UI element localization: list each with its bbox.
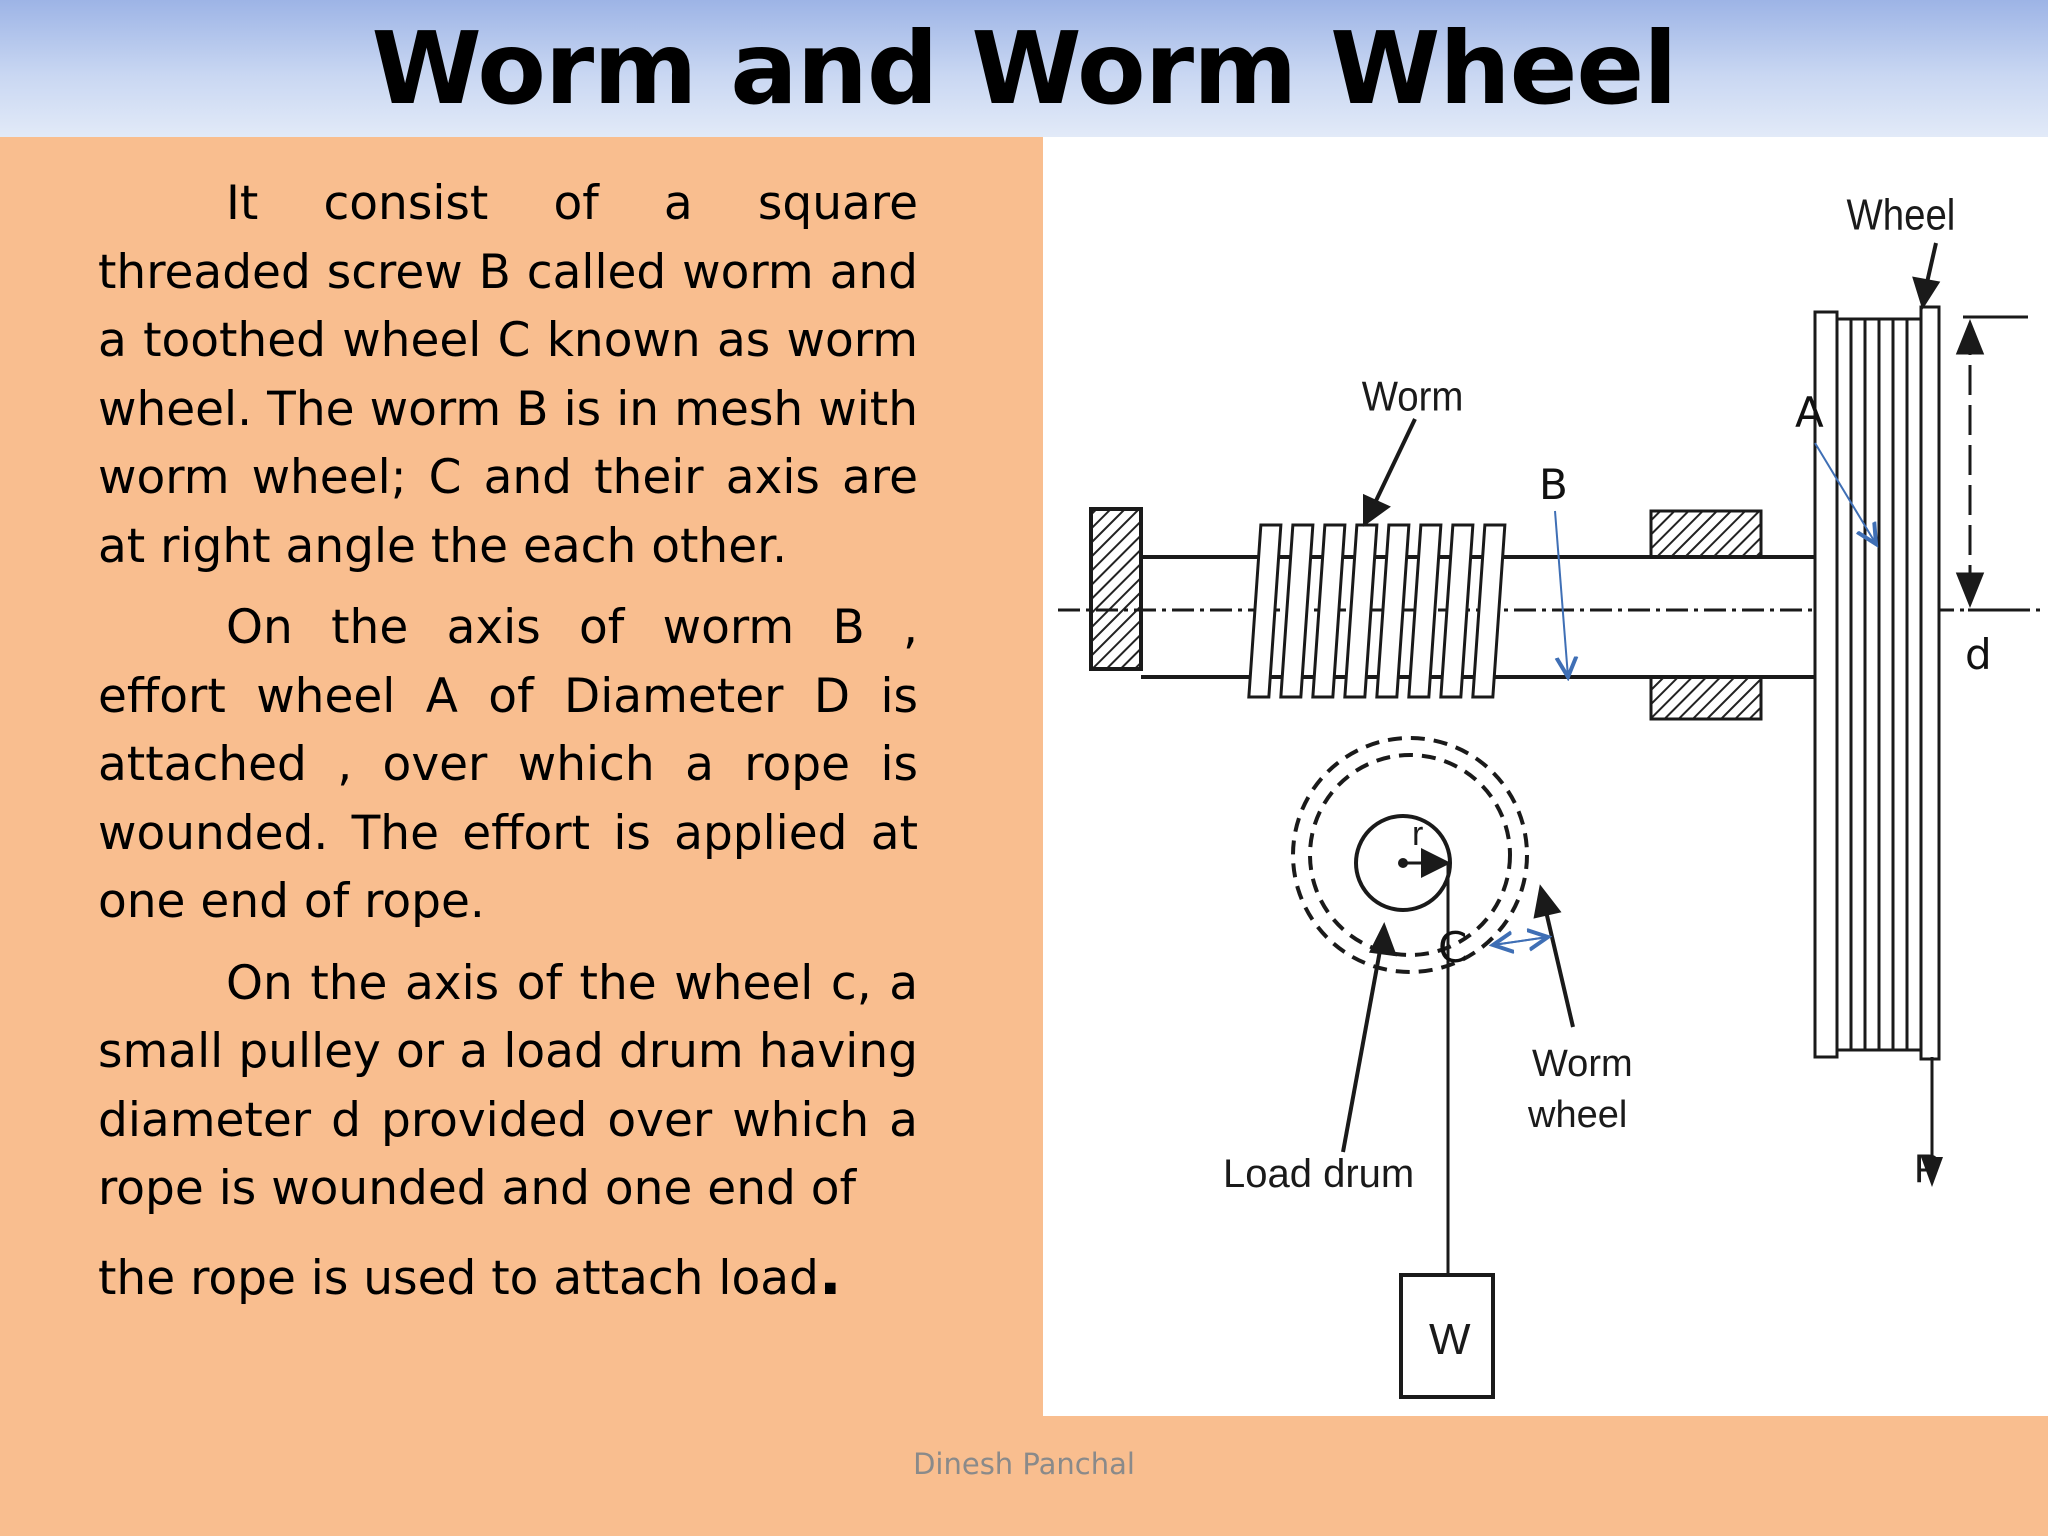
label-a: A [1795,388,1824,437]
last-line-period: . [818,1238,842,1309]
title-bar [0,0,2048,137]
label-effort: P [1914,1147,1941,1191]
worm-wheel-diagram: Wheel Worm Worm wheel Load drum W P r A … [1043,137,2048,1416]
last-line-text: the rope is used to attach load [98,1250,819,1306]
label-c: C [1438,923,1467,972]
left-bearing [1089,507,1143,671]
paragraph-3: On the axis of the wheel c, a small pull… [98,955,918,1217]
slide-title: Worm and Worm Wheel [371,10,1677,127]
leader-lines [1341,242,1941,1153]
label-b: B [1539,460,1568,509]
body-text: It consist of a square threaded screw B … [98,170,918,1329]
effort-arrow [1921,1157,1943,1187]
label-load-drum: Load drum [1223,1152,1414,1196]
load-weight [1399,1273,1495,1399]
diagram-svg: Wheel Worm Worm wheel Load drum W P r A … [1058,190,2043,1399]
label-worm-wheel-1: Worm [1532,1043,1633,1085]
label-worm-wheel-2: wheel [1527,1094,1627,1136]
diameter-dimension [1955,315,2028,612]
footer-author: Dinesh Panchal [913,1447,1135,1481]
annotation-arrows [1493,442,1876,945]
label-worm: Worm [1362,374,1464,420]
right-bearing-top [1649,509,1763,559]
label-weight: W [1429,1315,1471,1364]
worm-wheel-circles [1291,736,1529,974]
effort-wheel [1813,305,1941,1061]
worm-threads [1247,523,1507,699]
paragraph-3-last-line: the rope is used to attach load. [98,1237,918,1316]
right-bearing-bottom [1649,675,1763,721]
label-wheel: Wheel [1847,190,1956,239]
paragraph-2: On the axis of worm B , effort wheel A o… [98,600,918,929]
label-d: d [1965,630,1992,679]
paragraph-1: It consist of a square threaded screw B … [98,176,918,574]
label-radius: r [1412,815,1423,853]
